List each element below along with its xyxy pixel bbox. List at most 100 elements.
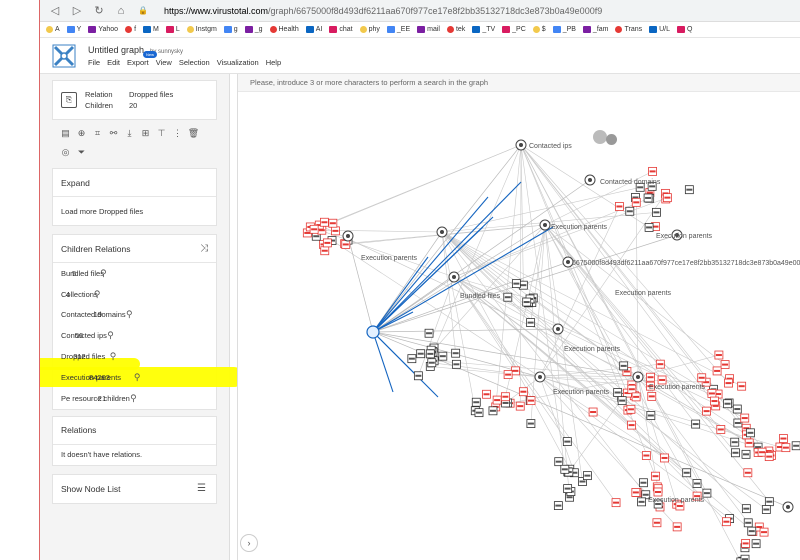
file-node-band — [776, 446, 783, 449]
graph-title[interactable]: Untitled graph — [88, 44, 145, 55]
menu-selection[interactable]: Selection — [178, 57, 210, 67]
home-icon[interactable]: ⌂ — [117, 4, 125, 17]
file-node-band — [723, 520, 730, 523]
file-node-band — [564, 440, 571, 443]
relation-name: Contacted domains — [61, 310, 126, 320]
globe-icon[interactable]: ◎ — [61, 146, 70, 157]
bookmark-item[interactable]: chat — [329, 26, 353, 33]
bookmark-item[interactable]: _g — [244, 26, 263, 33]
select-icon[interactable]: ⌗ — [94, 128, 101, 138]
bookmark-icon — [472, 26, 481, 33]
relation-node-dot — [346, 234, 350, 238]
file-node-band — [661, 456, 668, 459]
bookmark-item[interactable]: Q — [677, 26, 692, 33]
bookmark-item[interactable]: Instgm — [186, 26, 217, 33]
delete-icon[interactable]: 🗑 — [187, 128, 200, 138]
load-more-link[interactable]: Load more Dropped files — [61, 206, 144, 216]
file-node-band — [725, 382, 732, 385]
download-icon[interactable]: ⤓ — [127, 128, 132, 138]
highlight-mark — [40, 366, 244, 387]
bookmark-item[interactable]: Health — [269, 26, 299, 33]
bookmark-item[interactable]: g — [223, 26, 238, 33]
file-node-band — [766, 455, 773, 458]
bookmark-item[interactable]: Y — [66, 26, 81, 33]
bookmark-item[interactable]: _PC — [502, 26, 526, 33]
bookmark-label: Instgm — [195, 26, 217, 33]
expand-relation-icon[interactable]: ⚲ — [133, 371, 141, 382]
reload-icon[interactable]: ↻ — [94, 5, 104, 17]
file-node-band — [715, 393, 722, 396]
graph-edge — [441, 231, 571, 470]
bookmark-label: _EE — [396, 26, 411, 33]
forward-icon[interactable]: ▷ — [72, 5, 82, 17]
expand-relation-icon[interactable]: ⚲ — [93, 288, 101, 299]
bookmark-item[interactable]: Yahoo — [88, 26, 118, 33]
bookmark-item[interactable]: U/L — [649, 26, 670, 33]
expand-relation-icon[interactable]: ⚲ — [107, 330, 114, 341]
back-icon[interactable]: ◁ — [50, 5, 60, 17]
bookmark-item[interactable]: _PB — [552, 26, 576, 33]
file-node-band — [703, 381, 710, 384]
show-node-list[interactable]: Show Node List ☰ — [53, 475, 216, 503]
bookmark-icon — [532, 26, 540, 33]
menu-help[interactable]: Help — [265, 57, 282, 67]
file-node-band — [715, 354, 722, 357]
bookmark-item[interactable]: Trans — [615, 26, 642, 33]
bookmark-item[interactable]: A — [46, 26, 60, 33]
graph-edge-highlighted — [372, 226, 484, 333]
bookmark-item[interactable]: _TV — [472, 26, 495, 33]
bookmark-item[interactable]: f — [125, 26, 136, 33]
menu-export[interactable]: Export — [127, 57, 149, 67]
add-node-icon[interactable]: ⊕ — [77, 128, 86, 138]
hierarchy-icon[interactable]: ⊞ — [141, 128, 150, 138]
expand-relation-icon[interactable]: ⚲ — [130, 392, 137, 403]
graph-edge — [544, 171, 653, 226]
list-icon[interactable]: ☰ — [197, 483, 206, 495]
bookmark-item[interactable]: M — [143, 26, 159, 33]
graph-edge — [372, 179, 591, 333]
bookmark-item[interactable]: mail — [417, 26, 440, 33]
filter-icon[interactable]: ⏷ — [77, 146, 86, 157]
graph-edge — [372, 328, 559, 333]
virustotal-graph-logo[interactable] — [52, 44, 76, 68]
expand-relation-icon[interactable]: ⚲ — [100, 267, 107, 278]
expand-relation-icon[interactable]: ⚲ — [125, 309, 133, 320]
file-node-band — [755, 446, 762, 449]
graph-edge — [539, 193, 666, 378]
relations-title: Relations — [53, 417, 216, 445]
menu-file[interactable]: File — [88, 57, 101, 67]
bookmark-item[interactable]: _fam — [582, 26, 608, 33]
expand-relation-icon[interactable]: ⚲ — [109, 351, 117, 362]
bookmark-item[interactable]: _EE — [386, 26, 411, 33]
bookmark-item[interactable]: L — [165, 26, 180, 33]
graph-area[interactable]: Please, introduce 3 or more characters t… — [237, 74, 800, 560]
menu-view[interactable]: View — [155, 57, 172, 67]
details-icon[interactable]: ▤ — [61, 128, 70, 138]
tree-icon[interactable]: ⊤ — [157, 128, 166, 138]
bookmark-item[interactable]: $ — [532, 26, 546, 33]
bookmark-item[interactable]: AI — [305, 26, 322, 33]
menu-visualization[interactable]: Visualization — [216, 57, 259, 67]
bookmark-item[interactable]: tek — [446, 26, 465, 33]
file-node-band — [731, 441, 738, 444]
url-field[interactable]: https://www.virustotal.com/graph/6675000… — [164, 5, 603, 16]
bookmark-icon — [359, 26, 367, 33]
graph-edge — [441, 231, 456, 354]
bookmark-item[interactable]: phy — [359, 26, 380, 33]
bookmark-icon — [186, 26, 194, 33]
grid-icon[interactable]: ⋮ — [173, 128, 182, 138]
collapse-sidebar-icon[interactable]: › — [240, 534, 258, 552]
expand-icon[interactable]: ⚯ — [109, 128, 118, 138]
children-relations-header: Children Relations ⤨ — [53, 235, 216, 263]
graph-expand-icon[interactable]: ⤨ — [200, 243, 208, 254]
menu-edit[interactable]: Edit — [107, 57, 121, 67]
graph-search-input[interactable]: Please, introduce 3 or more characters t… — [238, 74, 800, 92]
